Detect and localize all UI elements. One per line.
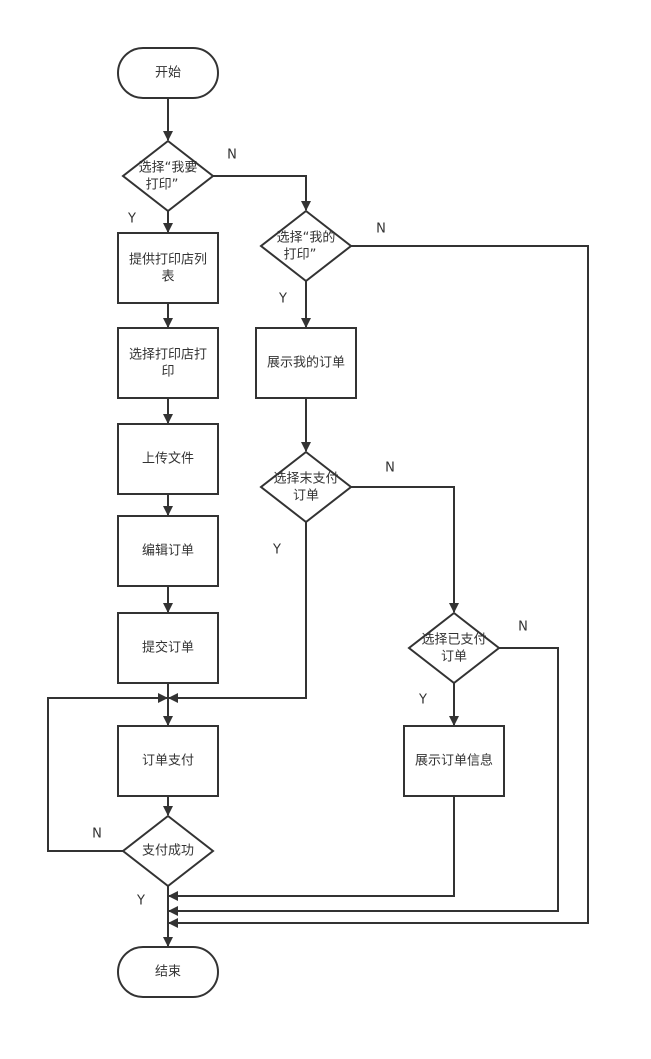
- edge-d3-pay: [168, 522, 307, 703]
- edge-d1-d2: [213, 175, 311, 211]
- edge-label-y: Y: [272, 543, 281, 558]
- edge-label-y: Y: [127, 212, 136, 227]
- node-label: 印: [161, 365, 174, 380]
- edge-d5-retry: [47, 693, 168, 852]
- node-label: 支付成功: [142, 844, 194, 859]
- node-label: 提交订单: [142, 640, 194, 656]
- edge-d3-d4: [351, 486, 459, 613]
- node-decision-paid: 选择已支付 订单: [407, 611, 501, 685]
- node-label: 编辑订单: [142, 544, 194, 559]
- node-label: 提供打印店列: [129, 252, 207, 268]
- node-end: 结束: [117, 946, 219, 998]
- node-shop-list: 提供打印店列 表: [117, 232, 219, 304]
- edge-label-n: N: [385, 461, 395, 476]
- edges: [47, 98, 589, 947]
- edge-info-end: [168, 796, 455, 901]
- node-label: 打印”: [284, 248, 317, 263]
- edge-label-n: N: [376, 222, 386, 237]
- node-decision-print: 选择“我要 打印”: [121, 139, 215, 213]
- node-submit: 提交订单: [117, 612, 219, 684]
- node-label: 展示订单信息: [415, 753, 493, 769]
- node-label: 订单: [441, 650, 467, 665]
- node-label: 订单: [293, 489, 319, 504]
- edge-d4-end: [168, 647, 559, 916]
- edge-d2-end: [168, 245, 589, 928]
- node-label: 选择已支付: [421, 633, 486, 648]
- node-label: 选择打印店打: [129, 348, 207, 363]
- node-my-orders: 展示我的订单: [255, 327, 357, 399]
- edge-label-y: Y: [418, 693, 427, 708]
- node-label: 订单支付: [142, 754, 194, 769]
- node-decision-pay-success: 支付成功: [121, 814, 215, 888]
- edge-label-n: N: [92, 827, 102, 842]
- node-label: 选择“我要: [139, 161, 198, 176]
- node-label: 结束: [155, 965, 181, 980]
- node-label: 打印”: [146, 178, 179, 193]
- edge-label-n: N: [227, 148, 237, 163]
- node-decision-my-print: 选择“我的 打印”: [259, 209, 353, 283]
- node-order-info: 展示订单信息: [403, 725, 505, 797]
- node-choose-shop: 选择打印店打 印: [117, 327, 219, 399]
- node-label: 选择末支付: [273, 472, 338, 487]
- edge-label-y: Y: [136, 894, 145, 909]
- node-label: 选择“我的: [277, 230, 336, 246]
- node-upload: 上传文件: [117, 423, 219, 495]
- edge-label-n: N: [518, 620, 528, 635]
- node-label: 开始: [155, 66, 181, 81]
- node-start: 开始: [117, 47, 219, 99]
- node-pay: 订单支付: [117, 725, 219, 797]
- edge-label-y: Y: [278, 292, 287, 307]
- node-edit: 编辑订单: [117, 515, 219, 587]
- node-label: 表: [161, 270, 174, 285]
- node-label: 上传文件: [142, 452, 194, 467]
- edge-labels: N Y N Y N Y N Y N Y: [92, 148, 528, 909]
- node-label: 展示我的订单: [267, 355, 345, 371]
- node-decision-unpaid: 选择末支付 订单: [259, 450, 353, 524]
